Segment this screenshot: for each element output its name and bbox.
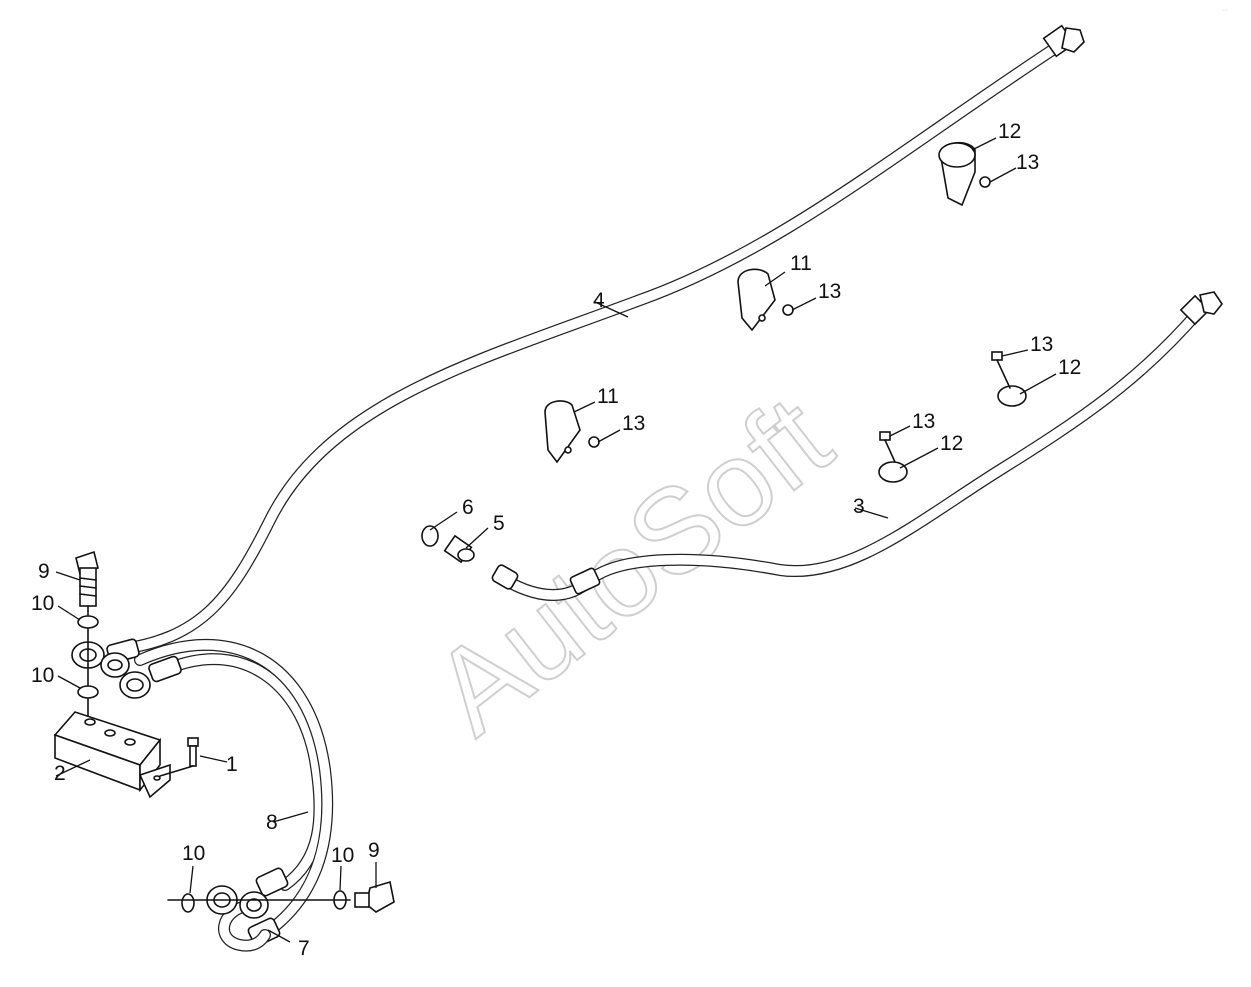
fitting-5 — [443, 534, 475, 564]
callout-10-c: 10 — [182, 842, 205, 865]
bolt-9-upper — [75, 550, 99, 726]
clamp-12-upper — [938, 141, 991, 207]
washer-10-b — [77, 685, 99, 699]
callout-10-d: 10 — [331, 844, 354, 867]
washer-10-a — [77, 615, 99, 629]
bracket-2 — [53, 711, 171, 799]
hose-3-ferrule — [569, 567, 601, 595]
hose-3 — [491, 291, 1223, 601]
clamp-11-lower — [544, 400, 600, 464]
bolt-9-lower — [354, 880, 395, 913]
leader-lines — [55, 137, 1057, 943]
hose-7 — [218, 899, 271, 952]
hose-4-end-fitting — [1042, 24, 1085, 58]
callout-6: 6 — [462, 496, 474, 519]
clamp-12-mid — [878, 431, 908, 483]
clamp-11-upper — [737, 268, 794, 332]
callout-10-b: 10 — [31, 664, 54, 687]
callout-12-mid: 12 — [940, 432, 963, 455]
washer-10-c — [181, 893, 195, 913]
hose-3-end-fitting — [1179, 291, 1223, 326]
callout-7: 7 — [298, 937, 310, 960]
callout-8: 8 — [266, 811, 278, 834]
hose-8 — [134, 638, 334, 947]
callout-13-clamp11-upper: 13 — [818, 280, 841, 303]
callout-9-upper: 9 — [38, 560, 50, 583]
callout-13-clamp11-lower: 13 — [622, 412, 645, 435]
callout-4: 4 — [593, 289, 605, 312]
washer-6 — [421, 525, 439, 547]
callout-2: 2 — [54, 762, 66, 785]
callout-3: 3 — [853, 495, 865, 518]
clamp-12-right — [991, 351, 1027, 407]
hose-4 — [109, 24, 1085, 656]
callout-9-lower: 9 — [368, 839, 380, 862]
callout-1: 1 — [226, 753, 238, 776]
callout-12-right: 12 — [1058, 356, 1081, 379]
callout-10-a: 10 — [31, 592, 54, 615]
callout-12-upper: 12 — [998, 120, 1021, 143]
callout-13-upper: 13 — [1016, 151, 1039, 174]
bolt-1 — [159, 737, 199, 777]
callout-13-mid: 13 — [912, 410, 935, 433]
callout-13-right: 13 — [1030, 333, 1053, 356]
callout-11-upper: 11 — [790, 252, 812, 275]
callout-11-lower: 11 — [597, 385, 619, 408]
corner-mark: ⋯ — [1222, 7, 1228, 14]
hose-3-fitting — [491, 564, 519, 590]
callout-5: 5 — [493, 512, 505, 535]
